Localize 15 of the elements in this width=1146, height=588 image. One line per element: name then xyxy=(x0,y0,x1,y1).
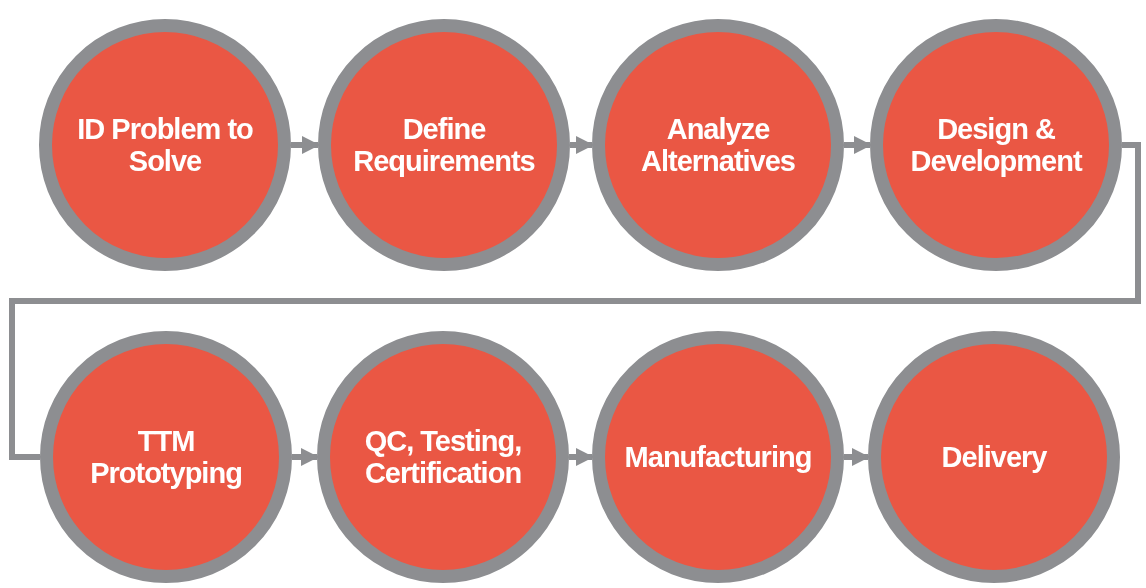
step-label: QC, Testing, Certification xyxy=(363,424,523,490)
step-label: Delivery xyxy=(941,440,1047,474)
step-label: ID Problem to Solve xyxy=(76,112,254,178)
connector-line xyxy=(9,142,1141,460)
arrow xyxy=(844,136,872,154)
step-label: TTM Prototyping xyxy=(89,424,243,490)
arrow xyxy=(291,136,320,154)
arrow xyxy=(570,136,594,154)
arrow xyxy=(844,448,870,466)
arrow xyxy=(569,448,594,466)
step-label: Analyze Alternatives xyxy=(640,112,796,178)
arrow xyxy=(292,448,319,466)
step-label: Design & Development xyxy=(909,112,1084,178)
step-label: Manufacturing xyxy=(624,440,812,474)
step-label: Define Requirements xyxy=(352,112,536,178)
